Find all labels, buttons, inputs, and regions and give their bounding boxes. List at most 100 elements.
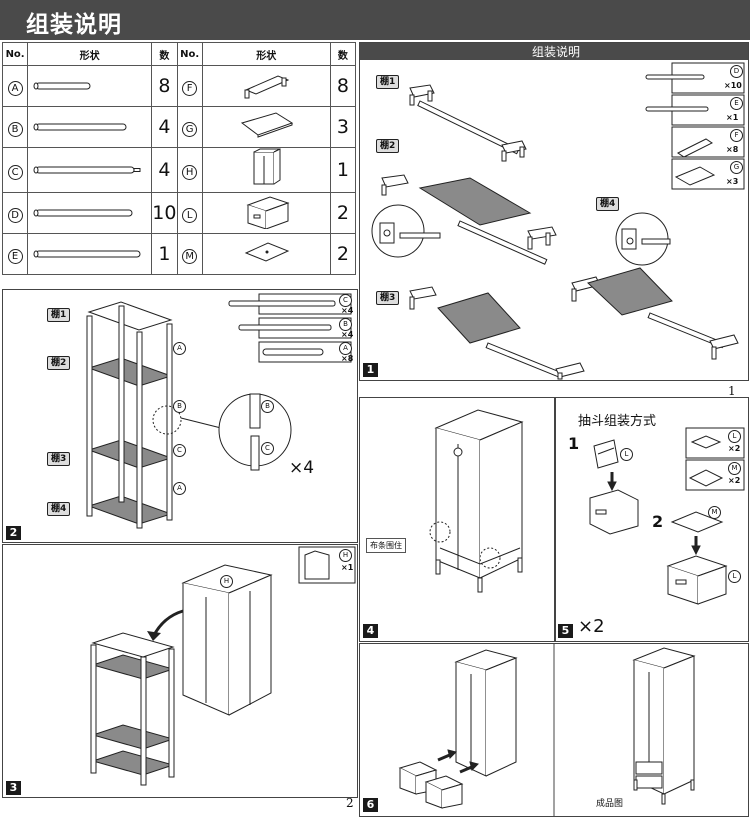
table-row: B 4 G 3 [1,106,357,148]
part-qty: 4 [158,116,171,138]
step-number: 1 [363,363,378,377]
legend-count: ×2 [728,444,741,453]
part-letter: A [7,81,23,96]
finished-product-label: 成品图 [596,799,624,809]
legend-count: ×8 [726,145,739,154]
part-callout: C [261,442,274,455]
shelf-label: 棚4 [47,502,71,516]
step4-panel: 布条围住 4 [359,397,555,642]
part-callout: L [728,570,741,583]
part-b-rod-icon [33,123,127,130]
part-callout: A [339,342,352,355]
part-callout: B [173,400,186,413]
part-callout: D [730,65,743,78]
drawer-assembly-title: 抽斗组装方式 [578,414,657,429]
part-qty: 3 [336,116,349,138]
part-qty: 8 [158,75,171,97]
shelf-label: 棚3 [376,291,400,305]
header-no: No. [1,42,29,66]
header-shape: 形状 [201,42,331,66]
finished-wardrobe-drawing [632,647,696,805]
part-d-rod-icon [33,209,133,216]
legend-count: ×1 [341,563,354,572]
page-banner: 组装说明 [0,0,750,40]
part-letter: C [7,165,23,180]
part-callout: C [339,294,352,307]
part-letter: M [182,249,198,264]
shelf-frame-drawing [90,632,175,786]
part-callout: F [730,129,743,142]
step-number: 6 [363,798,378,812]
shelf4-frame-drawing [571,212,739,360]
shelf1-frame-drawing [409,84,527,162]
part-letter: F [182,81,198,96]
step6-diagram [398,644,696,816]
shelf-label: 棚4 [596,197,620,211]
step5-panel: 抽斗组装方式 1 2 L M L L ×2 M ×2 5 ×2 [555,397,749,642]
part-letter: H [182,165,198,180]
step2-panel: 棚1 棚2 棚3 棚4 C ×4 B ×4 A ×8 A B C A B C ×… [2,289,358,543]
tie-label: 布条围住 [366,538,406,553]
step6-panel: 成品图 6 [359,643,749,817]
table-row: D 10 L 2 [1,192,357,234]
step-number: 3 [6,781,21,795]
substep-number: 1 [568,434,580,453]
part-e-rod-icon [33,250,141,257]
parts-table-header: No. 形状 数 No. 形状 数 [1,42,357,66]
wardrobe-drawing [429,409,524,593]
legend-count: ×8 [341,354,354,363]
step-number: 2 [6,526,21,540]
part-letter: G [182,122,198,137]
part-qty: 1 [158,243,171,265]
shelf3-frame-drawing [409,286,585,380]
part-callout: M [708,506,721,519]
legend-count: ×4 [341,306,354,315]
part-callout: L [620,448,633,461]
part-qty: 10 [152,202,177,224]
callout-multiplier: ×4 [289,458,315,478]
header-qty: 数 [329,42,357,66]
part-qty: 8 [336,75,349,97]
header-no: No. [176,42,203,66]
part-f-bracket-icon [244,75,290,99]
part-g-shelf-panel-icon [241,112,294,138]
part-callout: C [173,444,186,457]
legend-count: ×4 [341,330,354,339]
part-callout: H [339,549,352,562]
legend-count: ×10 [724,81,742,90]
part-qty: 2 [336,243,349,265]
table-row: A 8 F 8 [1,65,357,107]
step1-header-title: 组装说明 [532,45,581,59]
table-row: C 4 H 1 [1,147,357,193]
step1-diagram [371,62,745,380]
part-callout: G [730,161,743,174]
drawer-fold-drawing [589,439,639,535]
legend-count: ×2 [728,476,741,485]
header-shape: 形状 [27,42,153,66]
wardrobe-with-drawers-drawing [398,649,518,809]
drawer-bottom-insert-drawing [666,511,728,605]
part-letter: D [7,208,23,223]
part-qty: 2 [336,202,349,224]
step-number: 5 [558,624,573,638]
step1-panel: 组装说明 [359,42,749,381]
page-number: 2 [346,796,354,810]
part-c-rod-icon [33,166,141,173]
part-l-drawer-box-icon [246,196,290,230]
part-m-drawer-bottom-icon [244,242,290,262]
part-letter: B [7,122,23,137]
part-callout: H [220,575,233,588]
step3-panel: H H ×1 3 [2,544,358,798]
part-h-cover-icon [253,148,281,185]
step5-diagram [589,427,745,605]
shelf-label: 棚2 [47,356,71,370]
part-callout: B [261,400,274,413]
part-letter: E [7,249,23,264]
page-number: 1 [728,384,736,398]
step1-header-bar: 组装说明 [360,43,748,60]
part-callout: L [728,430,741,443]
shelf2-frame-drawing [371,174,557,265]
shelf-label: 棚1 [376,75,400,89]
part-callout: B [339,318,352,331]
part-callout: A [173,342,186,355]
